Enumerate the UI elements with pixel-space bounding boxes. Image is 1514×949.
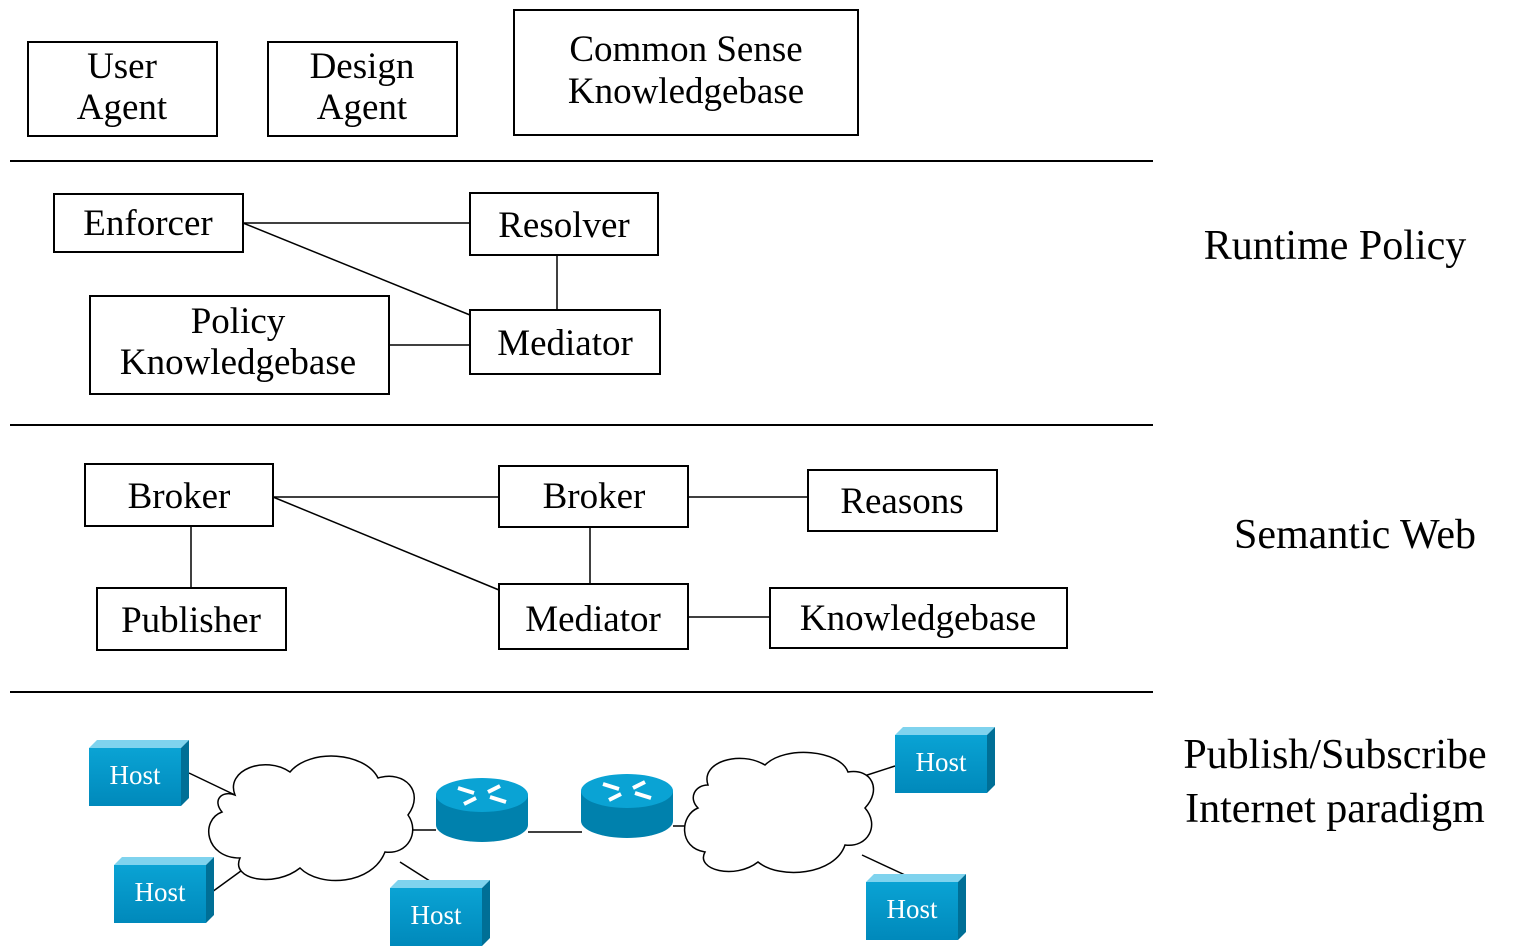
right-network-cloud — [683, 751, 875, 874]
enforcer-label: Enforcer — [83, 203, 212, 244]
enforcer-box: Enforcer — [53, 193, 244, 253]
host-3-icon: Host — [390, 880, 490, 946]
common-sense-kb-label-1: Common Sense — [569, 29, 802, 70]
network-layer-label-1: Publish/Subscribe — [1183, 732, 1486, 778]
semantic-web-connectors — [190, 496, 808, 618]
design-agent-box: Design Agent — [267, 41, 458, 137]
common-sense-kb-label-2: Knowledgebase — [568, 71, 804, 112]
policy-kb-label-1: Policy — [191, 301, 286, 342]
design-agent-label-1: Design — [310, 46, 415, 87]
runtime-policy-layer-label: Runtime Policy — [1204, 223, 1467, 269]
reasons-label: Reasons — [840, 481, 963, 522]
semantic-mediator-label: Mediator — [525, 599, 661, 640]
network-layer-label-2: Internet paradigm — [1185, 786, 1485, 832]
broker-left-label: Broker — [128, 476, 231, 517]
broker-right-box: Broker — [498, 465, 689, 528]
user-agent-label-1: User — [87, 46, 157, 87]
policy-kb-label-2: Knowledgebase — [120, 342, 356, 383]
left-network-cloud — [208, 755, 415, 882]
host-5-label: Host — [886, 894, 938, 924]
router-right-icon — [581, 774, 673, 838]
policy-kb-box: Policy Knowledgebase — [89, 295, 390, 395]
user-agent-box: User Agent — [27, 41, 218, 137]
user-agent-label-2: Agent — [77, 87, 168, 128]
publisher-box: Publisher — [96, 587, 287, 651]
policy-mediator-label: Mediator — [497, 323, 633, 364]
resolver-box: Resolver — [469, 192, 659, 256]
policy-mediator-box: Mediator — [469, 309, 661, 375]
host-3-label: Host — [410, 900, 462, 930]
design-agent-label-2: Agent — [317, 87, 408, 128]
resolver-label: Resolver — [498, 205, 630, 246]
publisher-label: Publisher — [121, 600, 261, 641]
common-sense-kb-box: Common Sense Knowledgebase — [513, 9, 859, 136]
router-left-icon — [436, 778, 528, 842]
host-1-label: Host — [109, 760, 161, 790]
runtime-policy-connectors — [242, 222, 558, 346]
host-1-icon: Host — [89, 740, 189, 806]
knowledgebase-box: Knowledgebase — [769, 587, 1068, 649]
knowledgebase-label: Knowledgebase — [800, 598, 1036, 639]
host-4-icon: Host — [895, 727, 995, 793]
reasons-box: Reasons — [807, 469, 998, 532]
host-5-icon: Host — [866, 874, 966, 940]
host-4-label: Host — [915, 747, 967, 777]
host-2-label: Host — [134, 877, 186, 907]
broker-left-box: Broker — [84, 463, 274, 527]
broker-right-label: Broker — [543, 476, 646, 517]
semantic-web-layer-label: Semantic Web — [1234, 512, 1476, 558]
semantic-mediator-box: Mediator — [498, 583, 689, 650]
host-2-icon: Host — [114, 857, 214, 923]
